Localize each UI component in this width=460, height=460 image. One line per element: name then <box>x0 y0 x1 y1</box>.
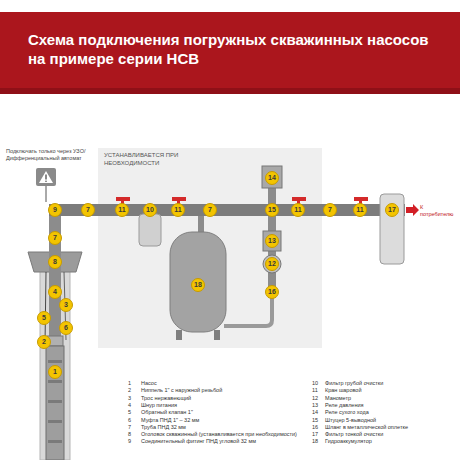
key-number: 2 <box>128 387 131 394</box>
braided-hose <box>224 298 272 326</box>
callout-number: 16 <box>265 285 279 299</box>
manometer <box>263 255 281 273</box>
key-text: Штуцер 5-выводной <box>325 417 376 424</box>
banner-edge <box>0 88 460 94</box>
key-text: Ниппель 1" с наружной резьбой <box>141 387 222 394</box>
callout-number: 11 <box>171 203 185 217</box>
coarse-filter <box>139 214 161 246</box>
callout-number: 7 <box>48 231 62 245</box>
title: Схема подключения погружных скважинных н… <box>28 30 448 68</box>
key-number: 18 <box>312 438 318 445</box>
key-number: 8 <box>128 431 131 438</box>
callout-number: 11 <box>115 203 129 217</box>
key-number: 5 <box>128 409 131 416</box>
callout-number: 1 <box>48 365 62 379</box>
key-number: 14 <box>312 409 318 416</box>
callout-number: 8 <box>48 255 62 269</box>
tank-pipe <box>198 216 204 234</box>
key-text: Шнур питания <box>141 402 177 409</box>
hydro-accumulator <box>170 232 226 332</box>
key-number: 11 <box>312 387 318 394</box>
callout-number: 11 <box>291 203 305 217</box>
key-text: Реле давления <box>325 402 364 409</box>
key-text: Насос <box>141 380 157 387</box>
callout-number: 17 <box>385 203 399 217</box>
key-text: Соединительный фитинг ПНД угловой 32 мм <box>141 438 256 445</box>
key-number: 12 <box>312 395 318 402</box>
callout-number: 15 <box>265 203 279 217</box>
key-number: 15 <box>312 417 318 424</box>
callout-number: 7 <box>323 203 337 217</box>
callout-number: 13 <box>265 234 279 248</box>
key-number: 17 <box>312 431 318 438</box>
warning-note: Подключать только через УЗО/Дифференциал… <box>6 148 98 162</box>
key-number: 9 <box>128 438 131 445</box>
pressure-relay <box>263 231 281 251</box>
power-cord <box>45 272 46 345</box>
consumer-arrow <box>406 204 419 216</box>
key-number: 3 <box>128 395 131 402</box>
key-number: 13 <box>312 402 318 409</box>
title-banner <box>0 12 460 94</box>
key-text: Реле сухого хода <box>325 409 369 416</box>
key-number: 10 <box>312 380 318 387</box>
key-text: Фильтр тонкой очистки <box>325 431 383 438</box>
well-casing <box>40 255 70 460</box>
fine-filter <box>380 194 404 264</box>
warning-sign <box>36 168 56 202</box>
zone-label: УСТАНАВЛИВАЕТСЯ ПРИ НЕОБХОДИМОСТИ <box>104 152 190 167</box>
key-text: Фильтр грубой очистки <box>325 380 383 387</box>
key-number: 6 <box>128 417 131 424</box>
key-text: Обратный клапан 1" <box>141 409 193 416</box>
destination-label: К потребителю <box>420 204 456 217</box>
key-text: Кран шаровой <box>325 387 361 394</box>
callout-number: 3 <box>59 298 73 312</box>
key-number: 16 <box>312 424 318 431</box>
callout-number: 10 <box>143 203 157 217</box>
dry-run-relay <box>262 166 282 188</box>
callout-number: 6 <box>59 321 73 335</box>
key-text: Гидроаккумулятор <box>325 438 372 445</box>
callout-number: 4 <box>48 285 62 299</box>
callout-number: 9 <box>48 203 62 217</box>
callout-number: 14 <box>265 171 279 185</box>
callout-number: 5 <box>37 311 51 325</box>
key-text: Трос нержавеющий <box>141 395 191 402</box>
key-text: Оголовок скважинный (устанавливается при… <box>141 431 297 438</box>
key-text: Шланг в металлической оплетке <box>325 424 408 431</box>
main-pipe <box>49 204 405 216</box>
key-number: 7 <box>128 424 131 431</box>
callout-number: 12 <box>265 257 279 271</box>
callout-number: 7 <box>203 203 217 217</box>
key-text: Муфта ПНД 1" – 32 мм <box>141 417 199 424</box>
callout-number: 18 <box>191 278 205 292</box>
key-number: 4 <box>128 402 131 409</box>
key-number: 1 <box>128 380 131 387</box>
key-text: Манометр <box>325 395 351 402</box>
callout-number: 2 <box>37 335 51 349</box>
key-text: Труба ПНД 32 мм <box>141 424 186 431</box>
pump <box>46 336 64 460</box>
callout-number: 11 <box>353 203 367 217</box>
callout-number: 7 <box>81 203 95 217</box>
